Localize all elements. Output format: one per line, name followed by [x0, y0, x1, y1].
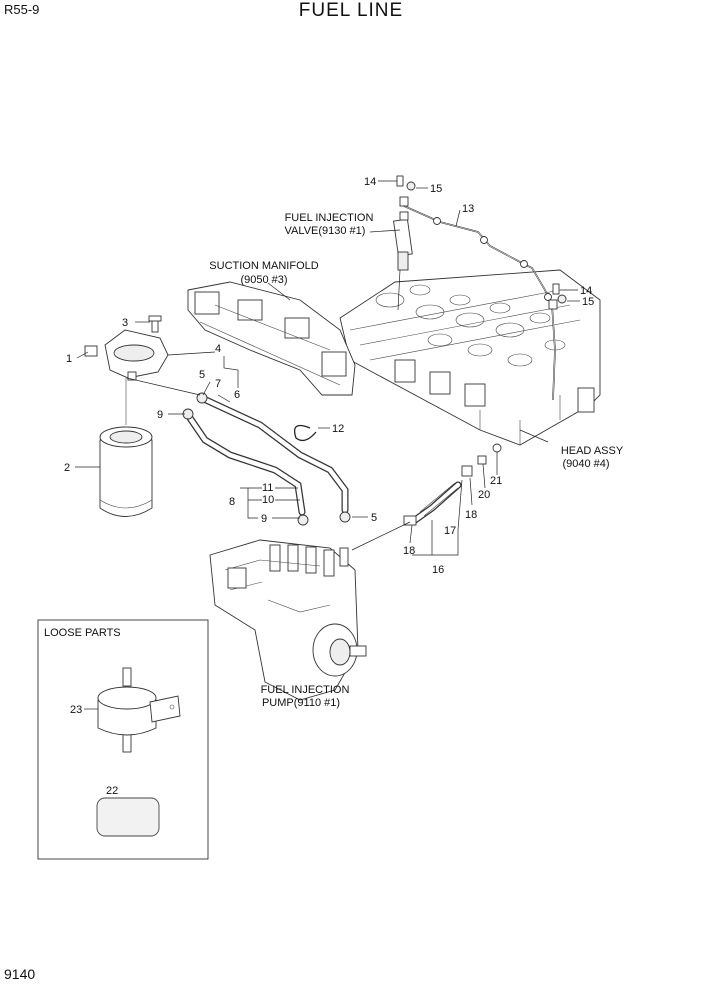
suction-manifold-label-2: (9050 #3)	[240, 274, 287, 286]
callout-8: 8	[229, 496, 235, 508]
fuel-hoses	[182, 392, 351, 526]
callout-4: 4	[215, 343, 221, 355]
return-hose	[403, 443, 502, 526]
callout-1: 1	[66, 353, 72, 365]
callout-16: 16	[432, 564, 444, 576]
loose-parts-title: LOOSE PARTS	[44, 627, 121, 639]
callout-14b: 14	[580, 285, 592, 297]
callout-12: 12	[332, 423, 344, 435]
callout-numbers: 1 2 3 4 5 5 6 7 8 9 9 10 11 12 13 14 14 …	[64, 176, 594, 576]
fuel-injection-pump	[209, 539, 367, 701]
head-assy-label-2: (9040 #4)	[562, 458, 609, 470]
page-code: 9140	[4, 966, 36, 982]
fuel-injection-valve	[393, 211, 413, 311]
suction-manifold	[187, 281, 356, 396]
page-title: FUEL LINE	[298, 0, 404, 21]
injection-pump-label-2: PUMP(9110 #1)	[262, 697, 340, 709]
callout-5b: 5	[371, 512, 377, 524]
callout-9b: 9	[261, 513, 267, 525]
callout-18b: 18	[465, 509, 477, 521]
callout-18a: 18	[403, 545, 415, 557]
injection-valve-label-2: VALVE(9130 #1)	[285, 225, 366, 237]
callout-5a: 5	[199, 369, 205, 381]
leader-lines	[75, 180, 580, 556]
head-assy-label-1: HEAD ASSY	[561, 445, 624, 457]
callout-13: 13	[462, 203, 474, 215]
callout-10: 10	[262, 494, 274, 506]
loose-part-22: 22	[106, 785, 118, 797]
callout-11: 11	[262, 482, 273, 494]
callout-7: 7	[215, 378, 221, 390]
loose-parts-box: LOOSE PARTS 23 22	[37, 619, 209, 860]
suction-manifold-label-1: SUCTION MANIFOLD	[209, 260, 318, 272]
callout-3: 3	[122, 317, 128, 329]
loose-part-23: 23	[70, 704, 82, 716]
callout-14a: 14	[364, 176, 376, 188]
part-23-fuel-strainer	[97, 667, 181, 753]
callout-20: 20	[478, 489, 490, 501]
callout-21: 21	[490, 475, 502, 487]
part-22-label-plate	[96, 797, 160, 837]
callout-17: 17	[444, 525, 456, 537]
callout-15b: 15	[582, 296, 594, 308]
injection-valve-label-1: FUEL INJECTION	[285, 212, 374, 224]
injection-pipe	[399, 196, 558, 401]
hose-clip	[293, 424, 317, 442]
callout-2: 2	[64, 462, 70, 474]
callout-15a: 15	[430, 183, 442, 195]
injection-pump-label-1: FUEL INJECTION	[261, 684, 350, 696]
cylinder-head	[339, 269, 601, 446]
assembly-labels: FUEL INJECTION VALVE(9130 #1) SUCTION MA…	[209, 212, 624, 709]
model-code: R55-9	[4, 2, 40, 17]
fuel-filter	[84, 315, 169, 517]
callout-9a: 9	[157, 409, 163, 421]
callout-6: 6	[234, 389, 240, 401]
